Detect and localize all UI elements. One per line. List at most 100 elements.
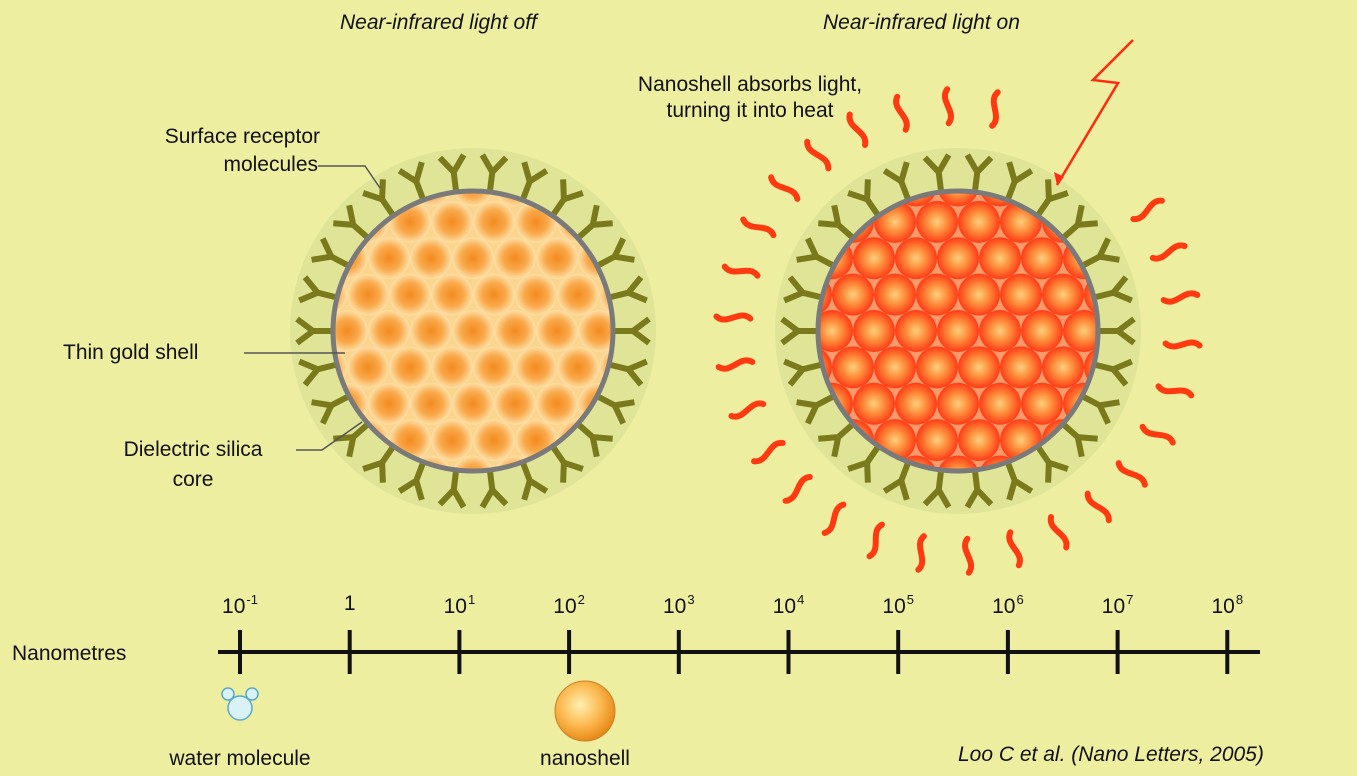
gold-nanoparticle (536, 310, 578, 352)
gold-nanoparticle (431, 201, 473, 243)
gold-nanoparticle (1021, 310, 1063, 352)
gold-nanoparticle (895, 237, 937, 279)
gold-shell-label: Thin gold shell (63, 340, 198, 366)
gold-nanoparticle (368, 237, 410, 279)
scale-axis-label: Nanometres (12, 641, 126, 667)
gold-nanoparticle (1021, 237, 1063, 279)
heat-wave-icon (743, 219, 773, 235)
gold-nanoparticle (874, 346, 916, 388)
heat-wave-icon (1143, 427, 1173, 443)
heat-wave-icon (1164, 293, 1198, 301)
scale-tick-label: 101 (444, 592, 476, 619)
heat-wave-icon (1166, 342, 1200, 346)
right-panel-title: Near-infrared light on (823, 10, 1020, 36)
gold-nanoparticle (452, 310, 494, 352)
scale-tick-label: 108 (1212, 592, 1244, 619)
gold-nanoparticle (410, 237, 452, 279)
heat-wave-icon (992, 92, 998, 126)
heat-wave-icon (1051, 517, 1067, 547)
gold-nanoparticle (536, 383, 578, 425)
gold-nanoparticle (473, 346, 515, 388)
heat-wave-icon (731, 403, 763, 416)
gold-nanoparticle (347, 274, 389, 316)
gold-nanoparticle (557, 346, 599, 388)
gold-nanoparticle (832, 274, 874, 316)
gold-nanoparticle (515, 346, 557, 388)
gold-nanoparticle (874, 274, 916, 316)
gold-nanoparticle (1021, 383, 1063, 425)
heat-wave-icon (725, 267, 758, 276)
heat-wave-icon (965, 539, 971, 573)
receptor-label-line-2: molecules (60, 152, 318, 178)
gold-nanoparticle (389, 274, 431, 316)
gold-nanoparticle (1000, 346, 1042, 388)
left-panel-title: Near-infrared light off (340, 10, 537, 36)
scale-tick-label: 104 (773, 592, 805, 619)
gold-nanoparticle (958, 274, 1000, 316)
gold-nanoparticle (958, 201, 1000, 243)
heat-wave-icon (786, 477, 810, 501)
gold-nanoparticle (410, 383, 452, 425)
nanoshell-label: nanoshell (480, 746, 690, 772)
gold-nanoparticle (473, 419, 515, 461)
citation: Loo C et al. (Nano Letters, 2005) (958, 742, 1264, 768)
gold-nanoparticle (895, 310, 937, 352)
heat-wave-icon (716, 315, 750, 319)
scale-tick-label: 105 (882, 592, 914, 619)
heat-wave-icon (945, 89, 951, 123)
gold-nanoparticle (1042, 346, 1084, 388)
scale-tick-label: 1 (344, 592, 356, 616)
gold-nanoparticle (494, 237, 536, 279)
heat-caption-line-2: turning it into heat (600, 98, 900, 124)
heat-wave-icon (1133, 201, 1162, 219)
heat-wave-icon (1119, 463, 1145, 485)
heat-wave-icon (1153, 245, 1185, 258)
core-label-line-2: core (80, 467, 306, 493)
scale-tick-label: 10-1 (222, 592, 258, 619)
gold-nanoparticle (431, 274, 473, 316)
scale-tick-label: 106 (992, 592, 1024, 619)
gold-nanoparticle (536, 237, 578, 279)
water-molecule-icon (222, 688, 258, 720)
gold-nanoparticle (916, 274, 958, 316)
gold-nanoparticle (979, 237, 1021, 279)
heat-wave-icon (1009, 532, 1020, 565)
gold-nanoparticle (937, 237, 979, 279)
gold-nanoparticle (958, 419, 1000, 461)
gold-nanoparticle (916, 346, 958, 388)
heat-wave-icon (870, 525, 882, 557)
water-molecule-label: water molecule (120, 746, 360, 772)
gold-nanoparticle (473, 201, 515, 243)
scale-tick-label: 103 (663, 592, 695, 619)
gold-nanoparticle (515, 274, 557, 316)
heat-caption-line-1: Nanoshell absorbs light, (600, 72, 900, 98)
gold-nanoparticle (979, 310, 1021, 352)
heat-wave-icon (1088, 494, 1109, 521)
heat-wave-icon (825, 505, 844, 533)
gold-nanoparticle (389, 346, 431, 388)
nanoshell-icon (555, 681, 615, 741)
gold-nanoparticle (410, 310, 452, 352)
core-label-line-1: Dielectric silica (80, 437, 306, 463)
gold-nanoparticle (1000, 274, 1042, 316)
gold-nanoparticle (853, 310, 895, 352)
gold-nanoparticle (431, 346, 473, 388)
gold-nanoparticle (557, 274, 599, 316)
heat-wave-icon (771, 177, 797, 199)
heat-wave-icon (719, 360, 753, 368)
gold-nanoparticle (368, 383, 410, 425)
heat-wave-icon (1158, 386, 1191, 395)
lightning-bolt-icon (1057, 40, 1133, 185)
scale-tick-label: 107 (1102, 592, 1134, 619)
gold-nanoparticle (916, 419, 958, 461)
gold-nanoparticle (832, 346, 874, 388)
gold-nanoparticle (853, 237, 895, 279)
gold-nanoparticle (494, 310, 536, 352)
heat-wave-icon (807, 142, 828, 169)
gold-nanoparticle (937, 310, 979, 352)
gold-nanoparticle (853, 383, 895, 425)
gold-nanoparticle (452, 383, 494, 425)
gold-nanoparticle (958, 346, 1000, 388)
gold-nanoparticle (1042, 274, 1084, 316)
gold-nanoparticle (452, 237, 494, 279)
